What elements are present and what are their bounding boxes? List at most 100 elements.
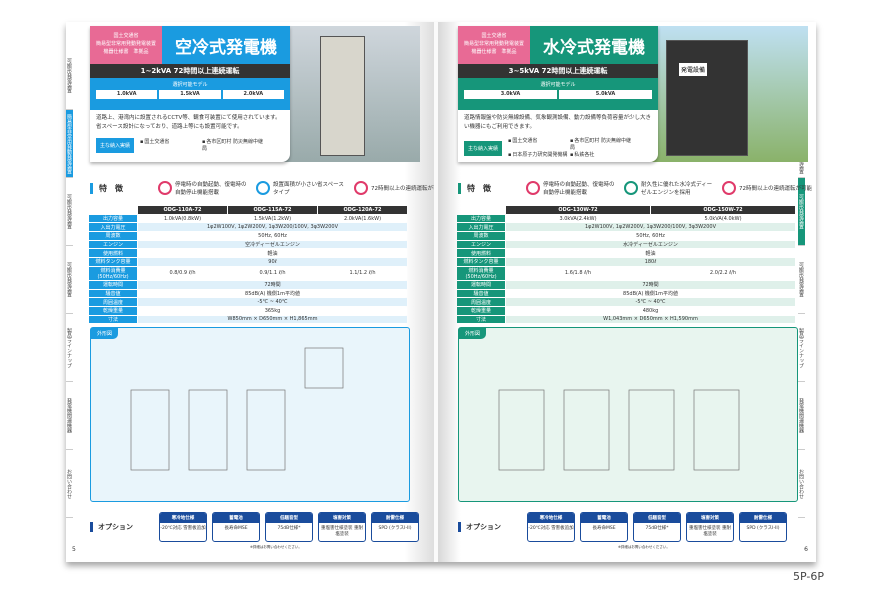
row-label: 使用燃料 <box>89 249 137 258</box>
option-name: 耐雷仕様 <box>372 513 418 523</box>
side-tab[interactable]: お問い合わせ <box>798 450 805 518</box>
result-item: 各市区町村 防災無線中継局 <box>570 138 632 152</box>
options-heading: オプション <box>458 522 522 532</box>
feature-item: 72時間以上の連続運転が可能 <box>722 181 812 195</box>
side-tab[interactable]: 可搬形発電装置 <box>798 178 805 246</box>
cell: W850mm × D650mm × H1,865mm <box>138 315 407 324</box>
results-label: 主な納入実績 <box>96 138 135 153</box>
cell: 1.1/1.2 ℓ/h <box>318 266 407 280</box>
cell: 480kg <box>506 306 795 315</box>
cell: -5℃ ~ 40℃ <box>138 298 407 306</box>
row-label: 燃料タンク容量 <box>457 258 505 266</box>
side-tab[interactable]: 可搬形発電装置 <box>66 178 73 246</box>
row-label: 周波数 <box>457 232 505 240</box>
outline-diagram: 外形図 <box>90 327 410 502</box>
sheet-label: 5P-6P <box>793 570 824 583</box>
select-label: 選択可能モデル <box>540 82 576 88</box>
cell: 1φ2W100V, 1φ2W200V, 1φ3W200/100V, 3φ3W20… <box>506 223 795 232</box>
cell: 180ℓ <box>506 258 795 266</box>
option-name: 寒冷地仕様 <box>528 513 574 523</box>
cell: 1.6/1.8 ℓ/h <box>506 266 650 280</box>
result-item: 国土交通省 <box>508 138 570 152</box>
generator-cabinet: 発電設備 <box>666 40 748 156</box>
product-subtitle: 3~5kVA 72時間以上連続運転 <box>458 64 658 78</box>
page-left: 可搬形発電装置簡易型非常用発動発電装置可搬形発電装置可搬形発電装置製品ラインナッ… <box>66 22 434 562</box>
row-label: 周波数 <box>89 232 137 240</box>
cabinet-sign: 発電設備 <box>679 63 708 76</box>
model-chip: 3.0kVA <box>464 90 557 99</box>
page-number: 5 <box>72 546 76 553</box>
delivery-results: 主な納入実績国土交通省各市区町村 防災無線中継局 <box>96 138 286 153</box>
row-label: 乾燥重量 <box>89 306 137 315</box>
features-heading: 特 徴 <box>90 182 150 194</box>
cell: 72時間 <box>506 280 795 289</box>
select-label: 選択可能モデル <box>172 82 208 88</box>
side-tab[interactable]: 発電機関連機器 <box>66 382 73 450</box>
side-tab[interactable]: 発電機関連機器 <box>798 382 805 450</box>
feature-item: 耐久性に優れた水冷式ディーゼルエンジンを採用 <box>624 180 714 196</box>
product-title: 水冷式発電機 <box>530 26 658 64</box>
result-item: 各市区町村 防災無線中継局 <box>202 139 264 153</box>
cell: 水冷ディーゼルエンジン <box>506 240 795 249</box>
row-label: 運転時間 <box>457 280 505 289</box>
side-tab[interactable]: 可搬形発電装置 <box>66 246 73 314</box>
cell: 85dB(A) 機側1m平均値 <box>138 289 407 298</box>
option-card: 寒冷地仕様-20℃対応 雪害板追加 <box>527 512 575 542</box>
side-tab[interactable]: 可搬形発電装置 <box>798 246 805 314</box>
cell: 0.8/0.9 ℓ/h <box>138 266 227 280</box>
row-label: エンジン <box>457 240 505 249</box>
option-desc: 重塩害仕様塗装 重耐塩塗装 <box>321 526 363 537</box>
cell: 5.0kVA(4.0kW) <box>650 214 795 223</box>
power-icon <box>526 181 540 195</box>
side-tab[interactable]: 可搬形発電装置 <box>66 42 73 110</box>
product-photo <box>280 26 420 162</box>
power-icon <box>158 181 172 195</box>
side-tab[interactable]: 製品ラインナップ <box>798 314 805 382</box>
hero: 発電設備 国土交通省 簡易型非常用発動発電装置 機器仕様書 準拠品 水冷式発電機… <box>458 26 808 162</box>
option-desc: 75dB仕様* <box>645 526 669 531</box>
side-tab[interactable]: 製品ラインナップ <box>66 314 73 382</box>
row-label: 周囲温度 <box>89 298 137 306</box>
cell: 1φ2W100V, 1φ2W200V, 1φ3W200/100V, 3φ3W20… <box>138 223 407 232</box>
compact-icon <box>256 181 270 195</box>
dimension-drawing <box>130 347 344 471</box>
option-desc: 長寿命MSE <box>592 526 616 531</box>
diagram-label: 外形図 <box>91 328 119 339</box>
hero-panel: 国土交通省 簡易型非常用発動発電装置 機器仕様書 準拠品 水冷式発電機 3~5k… <box>458 26 658 162</box>
model-chip: 1.0kVA <box>96 90 158 99</box>
feature-item: 72時間以上の連続運転が可能 <box>354 181 434 195</box>
cell: 1.5kVA(1.2kW) <box>228 214 317 223</box>
row-label: 騒音値 <box>89 289 137 298</box>
cell: 72時間 <box>138 280 407 289</box>
model-column-header: ODG-120A-72 <box>318 206 407 214</box>
feature-text: 停電時の自動起動、復電時の自動停止機能搭載 <box>175 182 247 196</box>
options-heading: オプション <box>90 522 154 532</box>
page-right: 可搬形発電装置簡易型非常用発動発電装置可搬形発電装置可搬形発電装置製品ラインナッ… <box>438 22 816 562</box>
feature-text: 72時間以上の連続運転が可能 <box>739 186 812 192</box>
product-photo: 発電設備 <box>648 26 808 162</box>
feature-text: 設置面積が小さい省スペースタイプ <box>273 182 344 196</box>
table-row: エンジン水冷ディーゼルエンジン <box>457 240 795 249</box>
hero-panel: 国土交通省 簡易型非常用発動発電装置 機器仕様書 準拠品 空冷式発電機 1~2k… <box>90 26 290 162</box>
feature-item: 停電時の自動起動、復電時の自動停止機能搭載 <box>158 180 248 196</box>
cell: 1.0kVA(0.8kW) <box>138 214 227 223</box>
row-label: 騒音値 <box>457 289 505 298</box>
option-name: 耐雷仕様 <box>740 513 786 523</box>
cell: 85dB(A) 機側1m平均値 <box>506 289 795 298</box>
cell: 3.0kVA(2.4kW) <box>506 214 650 223</box>
side-tab[interactable]: 簡易型非常用発動発電装置 <box>66 110 73 178</box>
side-tab[interactable]: お問い合わせ <box>66 450 73 518</box>
cell: 0.9/1.1 ℓ/h <box>228 266 317 280</box>
row-label: 入出力電圧 <box>457 223 505 232</box>
row-label: 入出力電圧 <box>89 223 137 232</box>
